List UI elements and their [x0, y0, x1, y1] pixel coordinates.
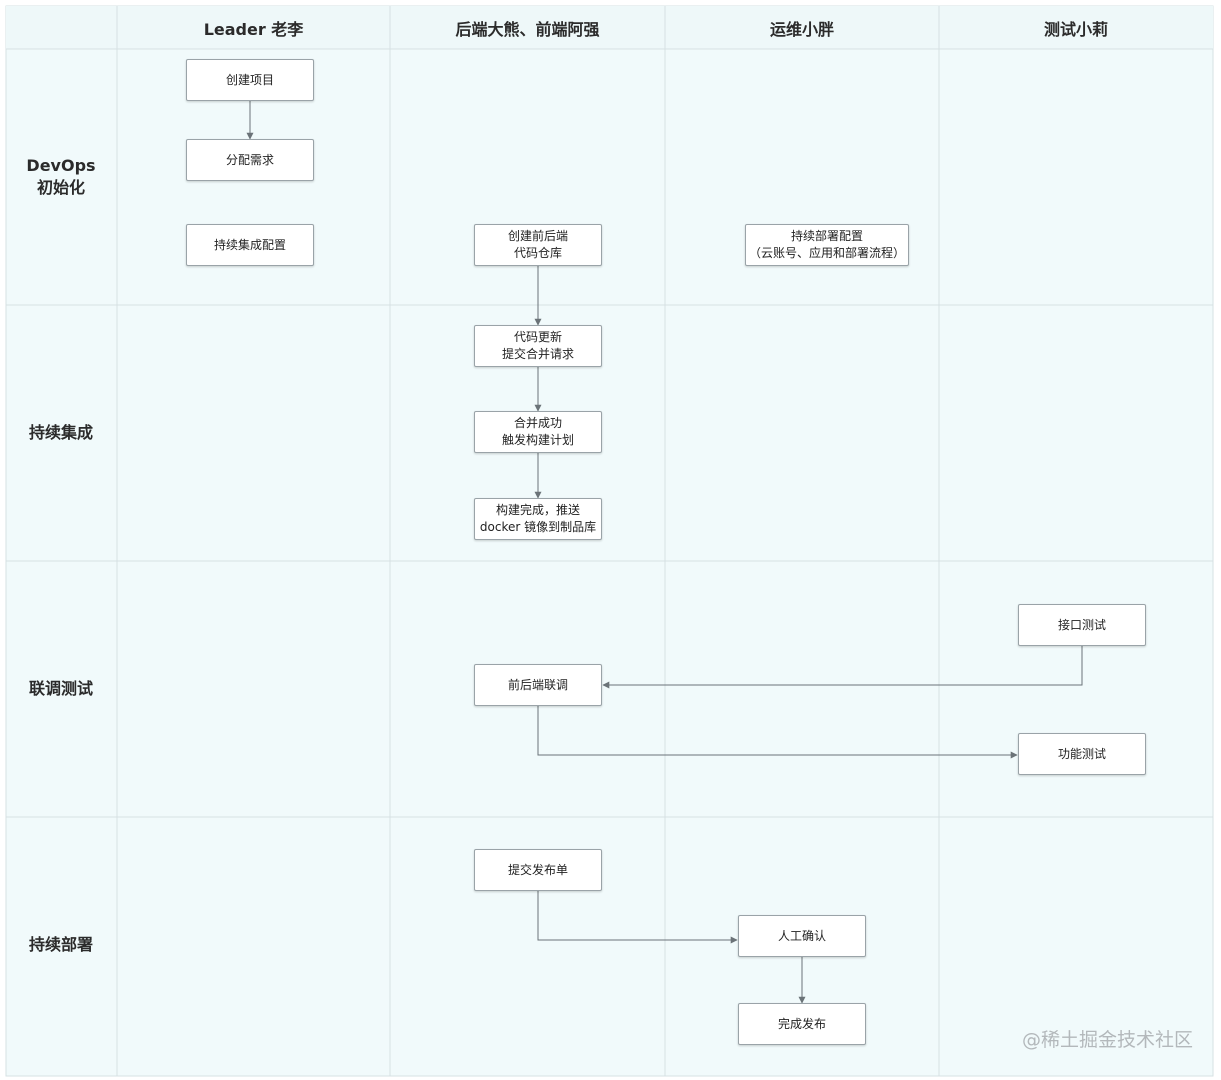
watermark: @稀土掘金技术社区 — [1021, 1029, 1193, 1051]
phase-header-devops-init: DevOps 初始化 — [26, 156, 96, 197]
node-create-repos: 创建前后端 代码仓库 — [474, 224, 602, 266]
node-submit-release: 提交发布单 — [474, 849, 602, 891]
node-build-done: 构建完成，推送 docker 镜像到制品库 — [474, 498, 602, 540]
node-manual-confirm: 人工确认 — [738, 915, 866, 957]
node-joint-debug: 前后端联调 — [474, 664, 602, 706]
node-release-done: 完成发布 — [738, 1003, 866, 1045]
node-assign-requirements: 分配需求 — [186, 139, 314, 181]
node-function-test: 功能测试 — [1018, 733, 1146, 775]
phase-header-continuous-deployment: 持续部署 — [28, 935, 93, 954]
lane-header-leader: Leader 老李 — [203, 20, 304, 39]
lane-header-ops: 运维小胖 — [769, 20, 834, 39]
lane-header-tester: 测试小莉 — [1043, 20, 1108, 39]
phase-header-continuous-integration: 持续集成 — [28, 423, 93, 442]
node-cd-config: 持续部署配置 （云账号、应用和部署流程） — [745, 224, 909, 266]
phase-header-joint-testing: 联调测试 — [28, 679, 93, 698]
lane-header-developers: 后端大熊、前端阿强 — [455, 20, 600, 39]
node-merge-success: 合并成功 触发构建计划 — [474, 411, 602, 453]
node-api-test: 接口测试 — [1018, 604, 1146, 646]
node-code-update: 代码更新 提交合并请求 — [474, 325, 602, 367]
node-create-project: 创建项目 — [186, 59, 314, 101]
node-ci-config: 持续集成配置 — [186, 224, 314, 266]
